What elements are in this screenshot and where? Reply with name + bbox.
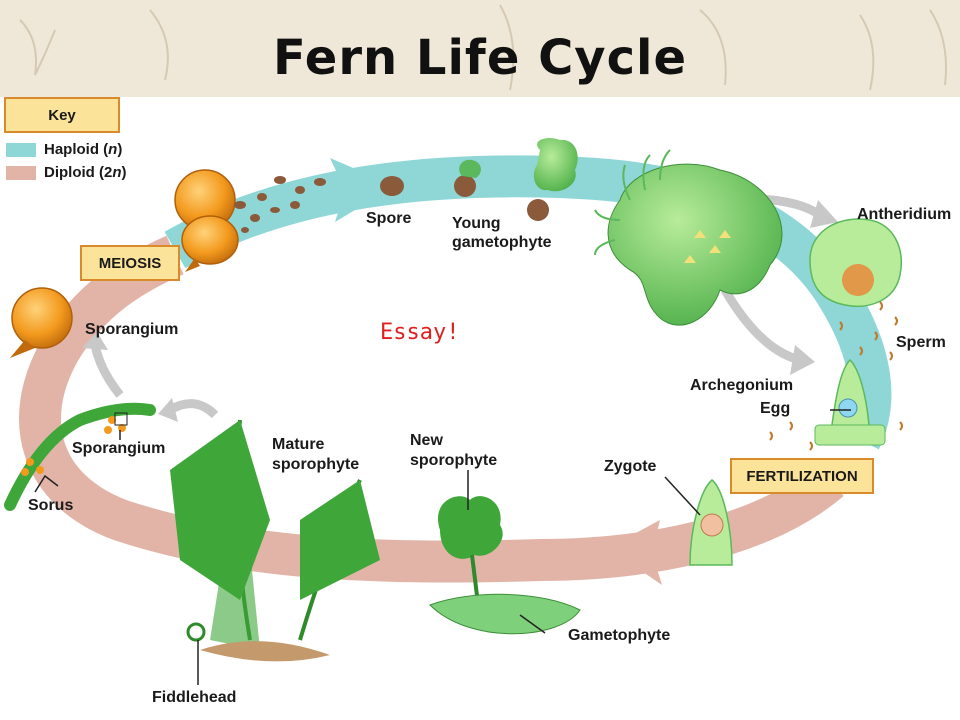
haploid-arrowhead bbox=[330, 158, 395, 222]
archegonium-icon bbox=[814, 358, 886, 446]
sperm-icons bbox=[769, 301, 903, 451]
label-sporangium-top: Sporangium bbox=[85, 321, 179, 338]
new-sporophyte-icon bbox=[429, 496, 581, 635]
diploid-arrowhead bbox=[608, 520, 662, 585]
label-antheridium: Antheridium bbox=[857, 206, 952, 223]
label-new-sporophyte-2: sporophyte bbox=[410, 452, 498, 469]
meiosis-box: MEIOSIS bbox=[80, 245, 180, 281]
zygote-icon bbox=[689, 479, 733, 566]
label-sperm: Sperm bbox=[896, 334, 946, 351]
diploid-swatch bbox=[6, 165, 36, 180]
key-haploid-label: Haploid (n) bbox=[44, 141, 123, 158]
key-haploid-row: Haploid (n) bbox=[6, 141, 122, 158]
label-spore: Spore bbox=[366, 210, 412, 227]
label-zygote: Zygote bbox=[604, 458, 657, 475]
haploid-swatch bbox=[6, 142, 36, 157]
label-sorus: Sorus bbox=[28, 497, 74, 514]
frond-sorus-icon bbox=[4, 402, 156, 511]
label-new-sporophyte-1: New bbox=[410, 432, 443, 449]
mature-sporophyte-icon bbox=[170, 419, 380, 662]
young-gametophyte-icon bbox=[454, 138, 578, 221]
key-diploid-row: Diploid (2n) bbox=[6, 164, 127, 181]
key-diploid-label: Diploid (2n) bbox=[44, 164, 127, 181]
label-mature-sporophyte-2: sporophyte bbox=[272, 456, 360, 473]
page-title: Fern Life Cycle bbox=[272, 30, 688, 86]
key-heading: Key bbox=[4, 97, 120, 133]
essay-note: Essay! bbox=[380, 320, 460, 345]
sporangium-releasing-icon bbox=[174, 169, 239, 272]
label-young-gametophyte-1: Young bbox=[452, 215, 501, 232]
title-banner: Fern Life Cycle bbox=[0, 0, 960, 97]
fertilization-box: FERTILIZATION bbox=[730, 458, 874, 494]
label-fiddlehead: Fiddlehead bbox=[152, 689, 237, 706]
mature-gametophyte-icon bbox=[594, 149, 783, 326]
label-gametophyte: Gametophyte bbox=[568, 627, 671, 644]
label-egg: Egg bbox=[760, 400, 791, 417]
sporangium-closed-icon bbox=[10, 287, 73, 358]
leader-lines bbox=[34, 409, 851, 685]
label-mature-sporophyte-1: Mature bbox=[272, 436, 325, 453]
label-young-gametophyte-2: gametophyte bbox=[452, 234, 552, 251]
antheridium-icon bbox=[809, 218, 902, 307]
spore-icon bbox=[380, 176, 404, 196]
fossil-fish-background bbox=[19, 4, 947, 91]
label-archegonium: Archegonium bbox=[690, 377, 794, 394]
label-sporangium-bottom: Sporangium bbox=[72, 440, 166, 457]
grey-arrowheads bbox=[82, 200, 838, 422]
spores-scatter bbox=[234, 176, 326, 233]
